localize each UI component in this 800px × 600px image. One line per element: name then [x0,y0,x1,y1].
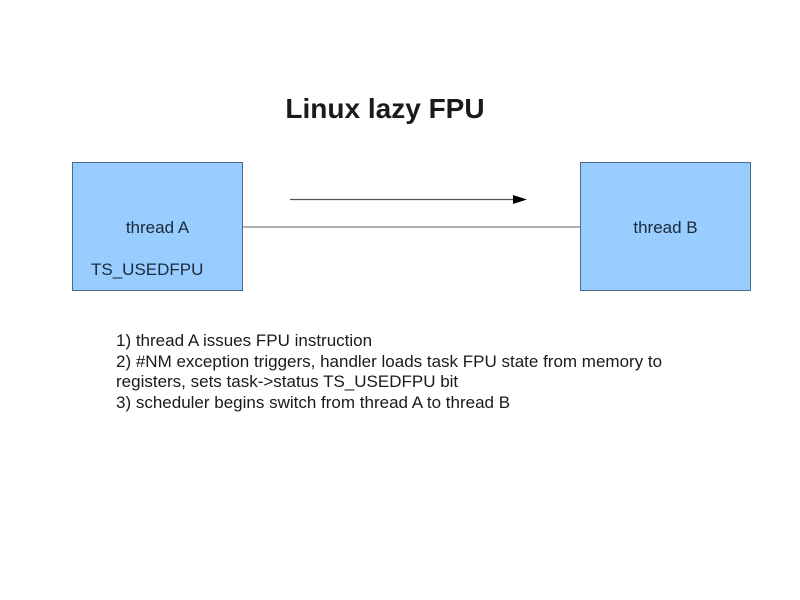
thread-b-label: thread B [633,218,698,237]
note-line: 3) scheduler begins switch from thread A… [116,392,511,412]
note-line: 2) #NM exception triggers, handler loads… [116,351,663,371]
note-line: 1) thread A issues FPU instruction [116,331,373,350]
thread-a-label: thread A [125,218,190,237]
arrow-head-icon [513,195,527,204]
thread-b-box: thread B [580,162,751,291]
thread-a-box: thread A TS_USEDFPU [72,162,243,291]
ts-usedfpu-flag: TS_USEDFPU [91,260,204,279]
notes-list: 1) thread A issues FPU instruction 2) #N… [116,331,716,413]
note-line: registers, sets task->status TS_USEDFPU … [116,372,459,391]
diagram-title: Linux lazy FPU [285,93,485,124]
